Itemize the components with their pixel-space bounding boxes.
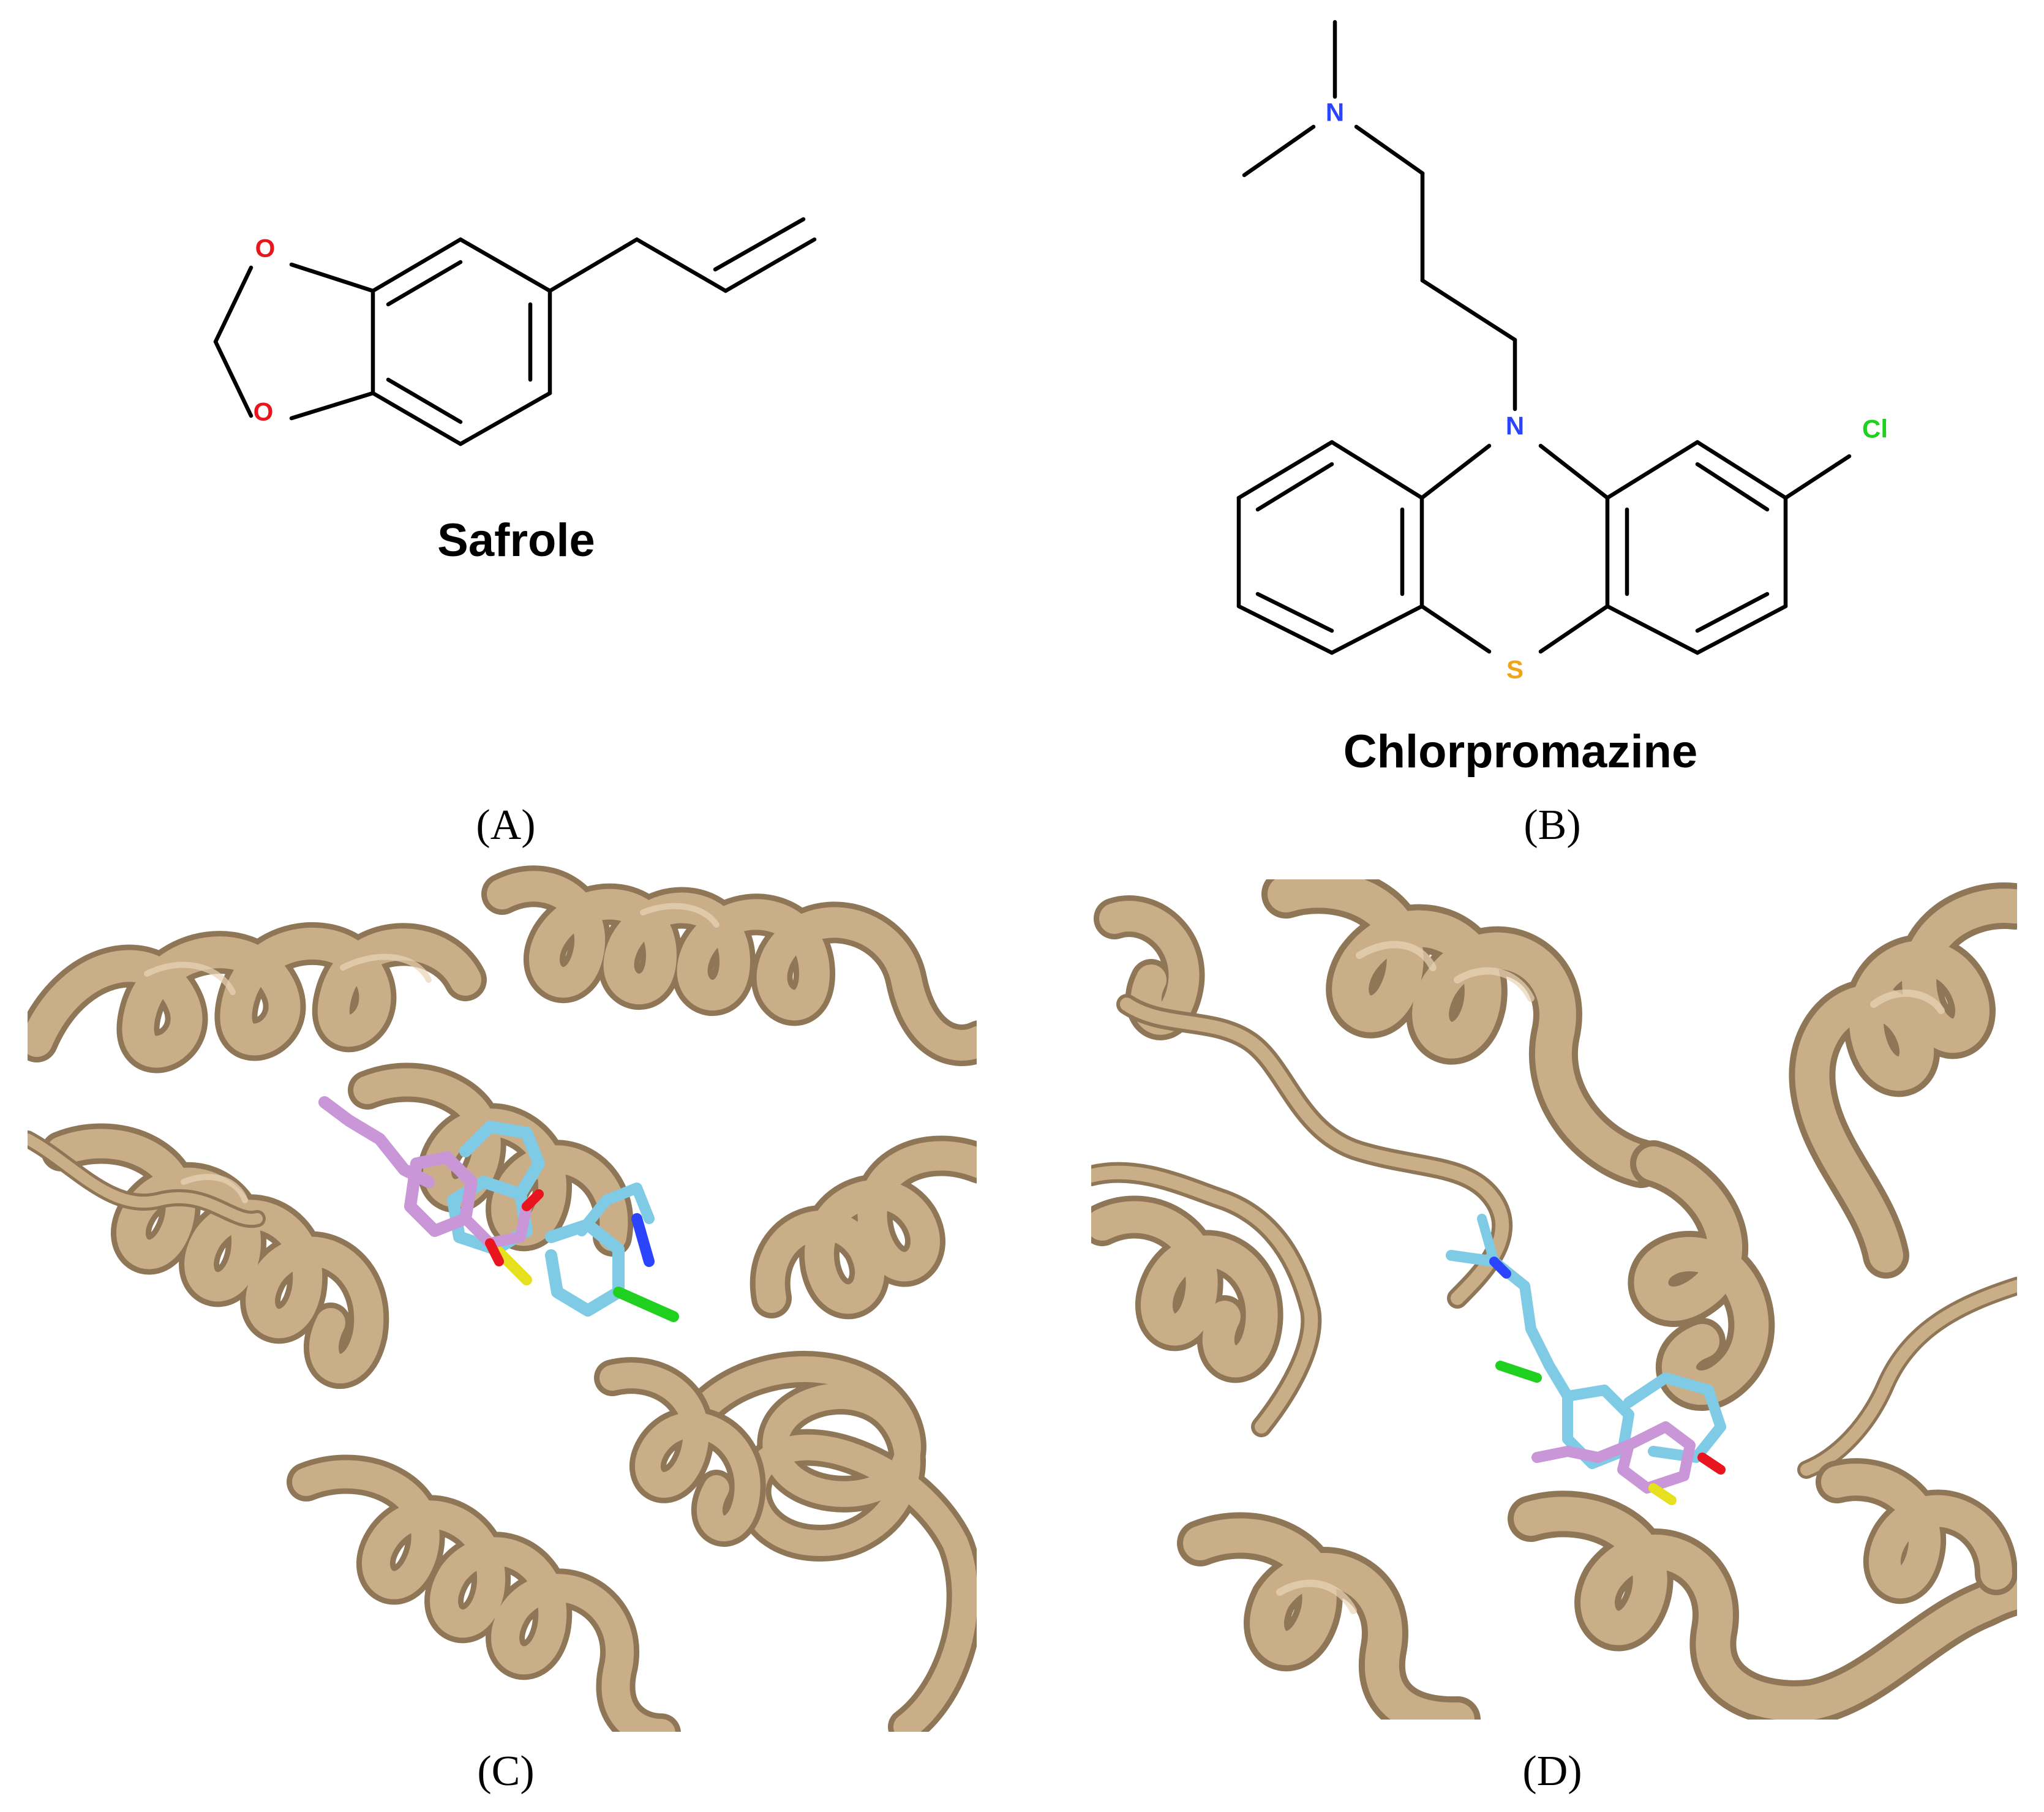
helix — [487, 871, 977, 1061]
ribbon-highlight — [144, 903, 720, 1203]
helix — [1091, 1201, 1278, 1378]
helix — [599, 1363, 761, 1541]
safrole-ligand-pose — [318, 1096, 544, 1266]
panel-b: N N S Cl Chlorpromazine (B) — [1236, 20, 1888, 849]
safrole-structure: O O — [213, 217, 817, 446]
nitrogen-atom-label: N — [1326, 98, 1344, 127]
panel-a: O O Safrole (A) — [213, 217, 817, 849]
helix — [1821, 1464, 2012, 1599]
bond — [289, 262, 375, 293]
loop — [1091, 1165, 1318, 1434]
helix — [292, 1460, 675, 1732]
bond — [1329, 440, 1424, 500]
double-bond — [1695, 592, 1770, 633]
bond — [1242, 124, 1316, 178]
oxygen-atom-label: O — [254, 397, 274, 426]
helix — [691, 1356, 977, 1732]
helix — [755, 1141, 977, 1314]
bond — [1236, 440, 1334, 500]
helix — [1514, 1497, 2017, 1720]
bond — [458, 237, 552, 293]
ribbon-highlight — [1276, 941, 1945, 1614]
bond — [1419, 604, 1492, 654]
double-bond — [1255, 592, 1334, 633]
bond — [370, 391, 463, 446]
chlorine-atom-label: Cl — [1862, 415, 1888, 443]
double-bond — [713, 217, 806, 272]
bond — [1695, 440, 1788, 500]
docking-image-c — [28, 862, 977, 1732]
bond — [1695, 604, 1788, 655]
bond — [213, 265, 254, 344]
bond — [1354, 124, 1425, 176]
panel-label-b: (B) — [1524, 802, 1580, 849]
molecule-name-chlorpromazine: Chlorpromazine — [1343, 726, 1698, 778]
protein-ribbon — [1091, 879, 2017, 1720]
panel-label-c: (C) — [477, 1748, 534, 1795]
molecule-name-safrole: Safrole — [437, 514, 595, 566]
bond — [1538, 443, 1610, 500]
bond — [370, 237, 463, 293]
bond — [547, 237, 639, 293]
nitrogen-atom-label: N — [1506, 412, 1524, 440]
double-bond — [386, 377, 463, 424]
bond — [1420, 278, 1517, 342]
bond — [1783, 454, 1852, 500]
double-bond — [386, 260, 463, 307]
helix — [1795, 889, 2017, 1273]
bond — [723, 237, 817, 293]
bond — [289, 391, 375, 421]
double-bond — [1255, 462, 1334, 512]
bond — [1236, 604, 1334, 655]
oxygen-atom-label: O — [255, 234, 276, 263]
safrole-ligand-pose — [1531, 1421, 1696, 1505]
bond — [634, 237, 728, 293]
helix — [47, 1129, 384, 1383]
panel-d: (D) — [1091, 879, 2017, 1795]
loop — [1800, 1280, 2017, 1476]
sulfur-atom-label: S — [1506, 655, 1524, 684]
chlorpromazine-structure: N N S Cl — [1236, 20, 1888, 684]
bond — [458, 391, 552, 446]
bond — [213, 339, 254, 418]
bond — [1605, 440, 1700, 500]
helix — [28, 927, 481, 1068]
chlorpromazine-ligand-pose — [1446, 1214, 1726, 1475]
bond — [1538, 604, 1610, 654]
bond — [1419, 443, 1492, 500]
panel-c: (C) — [28, 862, 977, 1795]
bond — [1605, 604, 1700, 655]
panel-label-d: (D) — [1522, 1748, 1582, 1795]
docking-image-d — [1091, 879, 2017, 1720]
bond — [1329, 604, 1424, 655]
double-bond — [1695, 462, 1770, 512]
loop — [1120, 998, 1509, 1305]
panel-label-a: (A) — [476, 802, 535, 849]
helix — [1183, 1518, 1475, 1720]
loop — [28, 1133, 263, 1225]
helix — [1268, 879, 1659, 1182]
